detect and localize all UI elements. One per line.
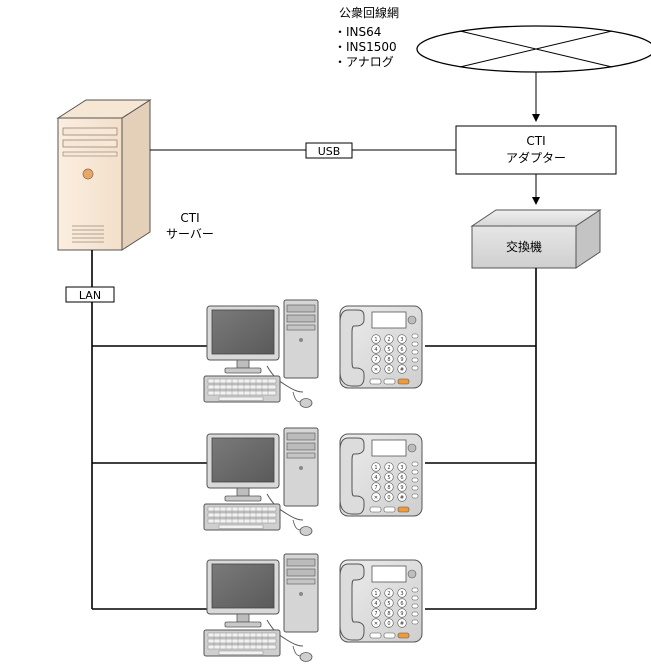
lan-label: LAN <box>79 289 101 302</box>
telephone-1 <box>339 305 423 389</box>
server-label-name: サーバー <box>166 227 214 241</box>
server-label-cti: CTI <box>180 211 199 225</box>
exchange-box: 交換機 <box>470 209 602 269</box>
network-title: 公衆回線網 <box>339 5 399 20</box>
lan-label-box: LAN <box>65 286 115 303</box>
usb-label-box: USB <box>305 142 353 159</box>
usb-label: USB <box>318 145 341 158</box>
workstation-2 <box>203 427 319 536</box>
adapter-label-name: アダプター <box>506 150 566 165</box>
adapter-label-cti: CTI <box>526 134 545 148</box>
cti-server-tower <box>56 99 152 251</box>
network-item-ins64: ・INS64 <box>334 25 381 39</box>
telephone-3 <box>339 559 423 643</box>
public-network-ellipse <box>416 25 651 73</box>
workstation-1 <box>203 299 319 408</box>
network-item-analog: ・アナログ <box>334 55 394 69</box>
telephone-2 <box>339 433 423 517</box>
network-item-ins1500: ・INS1500 <box>334 40 397 54</box>
cti-adapter-box: CTI アダプター <box>455 125 617 175</box>
workstation-3 <box>203 553 319 662</box>
exchange-label: 交換機 <box>506 239 542 254</box>
